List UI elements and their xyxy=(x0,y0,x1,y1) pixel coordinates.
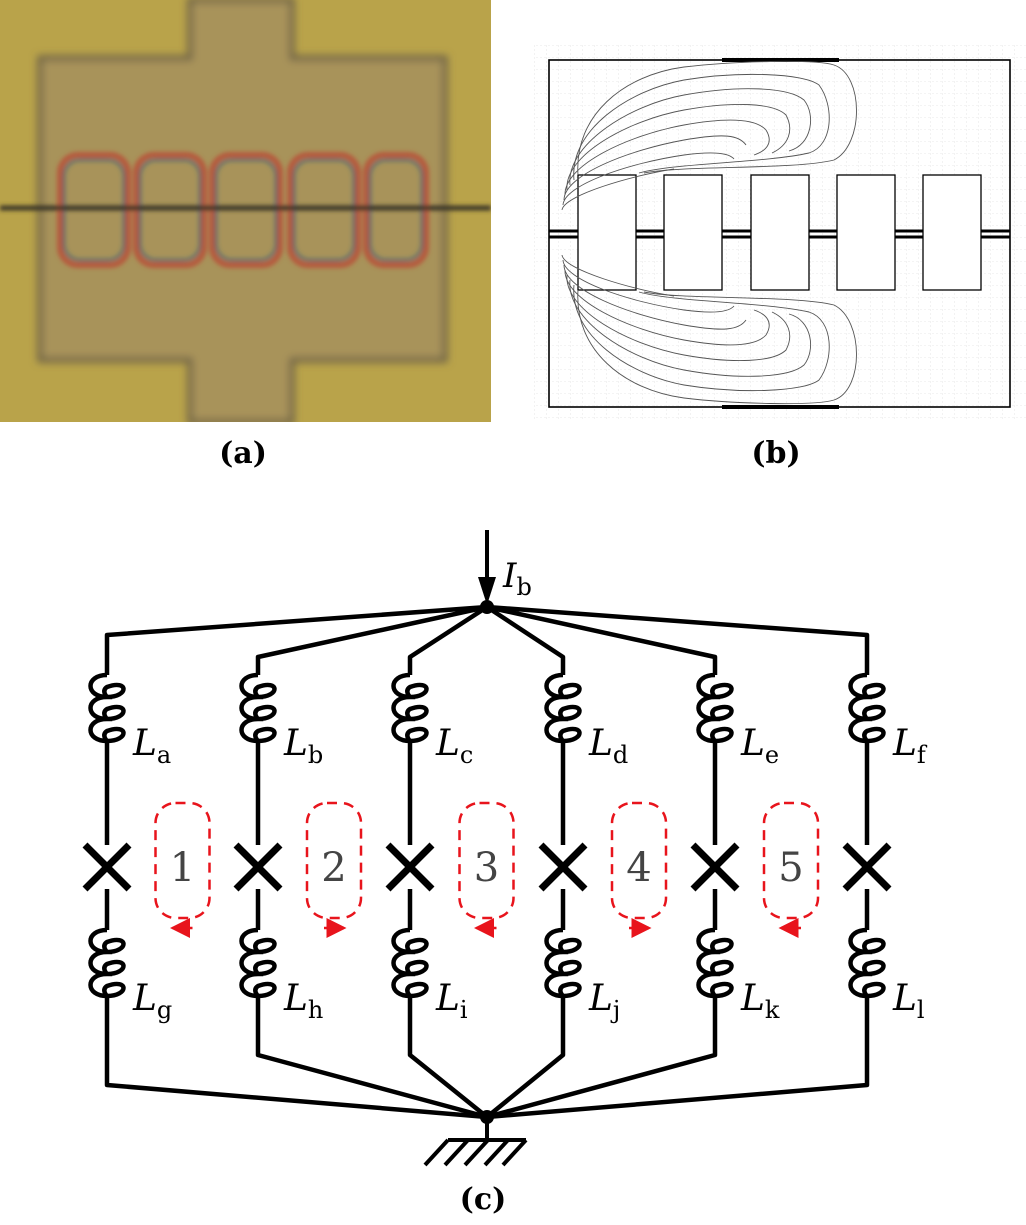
bias-current-label: Ib xyxy=(502,556,532,601)
inductor-icon xyxy=(696,672,734,744)
inductor-icon xyxy=(544,927,582,999)
inductor-label-g: Lg xyxy=(132,978,172,1024)
inductor-label-d: Ld xyxy=(588,723,628,769)
wire xyxy=(407,996,489,1119)
caption-a: (a) xyxy=(219,436,267,471)
inductor-label-c: Lc xyxy=(435,723,473,769)
inductor-icon xyxy=(544,672,582,744)
loop-1: 1 xyxy=(154,801,211,938)
branch-5 xyxy=(486,604,740,1120)
loop-4: 4 xyxy=(610,801,668,938)
wire xyxy=(486,604,718,675)
inductor-label-j: Lj xyxy=(588,978,620,1024)
loop-2: 2 xyxy=(305,801,363,938)
inductor-icon xyxy=(239,672,277,744)
loop-number: 1 xyxy=(170,845,195,891)
loop-5: 5 xyxy=(762,801,820,938)
inductor-label-k: Lk xyxy=(740,978,780,1024)
inductor-label-i: Li xyxy=(435,978,468,1024)
current-distribution-plot xyxy=(534,45,1026,420)
wire xyxy=(486,604,870,675)
micrograph-panel xyxy=(0,0,491,425)
wire xyxy=(255,604,488,675)
inductor-icon xyxy=(848,927,886,999)
loop-number: 4 xyxy=(626,845,651,891)
inductor-icon xyxy=(88,672,126,744)
wire xyxy=(104,604,488,675)
wire xyxy=(485,996,566,1119)
inductor-label-h: Lh xyxy=(283,978,323,1024)
arrowhead-icon xyxy=(478,577,496,605)
inductor-icon xyxy=(88,927,126,999)
loop-number: 2 xyxy=(321,845,346,891)
inductor-label-a: La xyxy=(132,723,171,769)
branch-2 xyxy=(233,604,488,1120)
inductor-icon xyxy=(239,927,277,999)
micrograph-image xyxy=(0,0,491,425)
inductor-icon xyxy=(848,672,886,744)
wire xyxy=(255,996,488,1120)
wire xyxy=(486,996,870,1120)
inductor-icon xyxy=(696,927,734,999)
wire xyxy=(486,996,718,1120)
loop-number: 5 xyxy=(778,845,803,891)
inductor-icon xyxy=(391,672,429,744)
inductor-label-b: Lb xyxy=(283,723,323,769)
wire xyxy=(104,996,488,1120)
loop-3: 3 xyxy=(458,801,515,938)
inductor-label-l: Ll xyxy=(892,978,925,1024)
caption-c: (c) xyxy=(459,1182,507,1217)
wire xyxy=(485,605,566,675)
loop-number: 3 xyxy=(474,845,499,891)
inductor-icon xyxy=(391,927,429,999)
inductor-label-e: Le xyxy=(740,723,779,769)
simulation-panel xyxy=(534,45,1026,420)
branch-3 xyxy=(385,605,489,1119)
caption-b: (b) xyxy=(751,436,801,471)
branch-4 xyxy=(485,605,588,1119)
branch-6 xyxy=(486,604,892,1120)
branch-1 xyxy=(82,604,488,1120)
ground-icon xyxy=(423,1117,528,1167)
inductor-label-f: Lf xyxy=(892,723,928,769)
wire xyxy=(407,605,489,675)
